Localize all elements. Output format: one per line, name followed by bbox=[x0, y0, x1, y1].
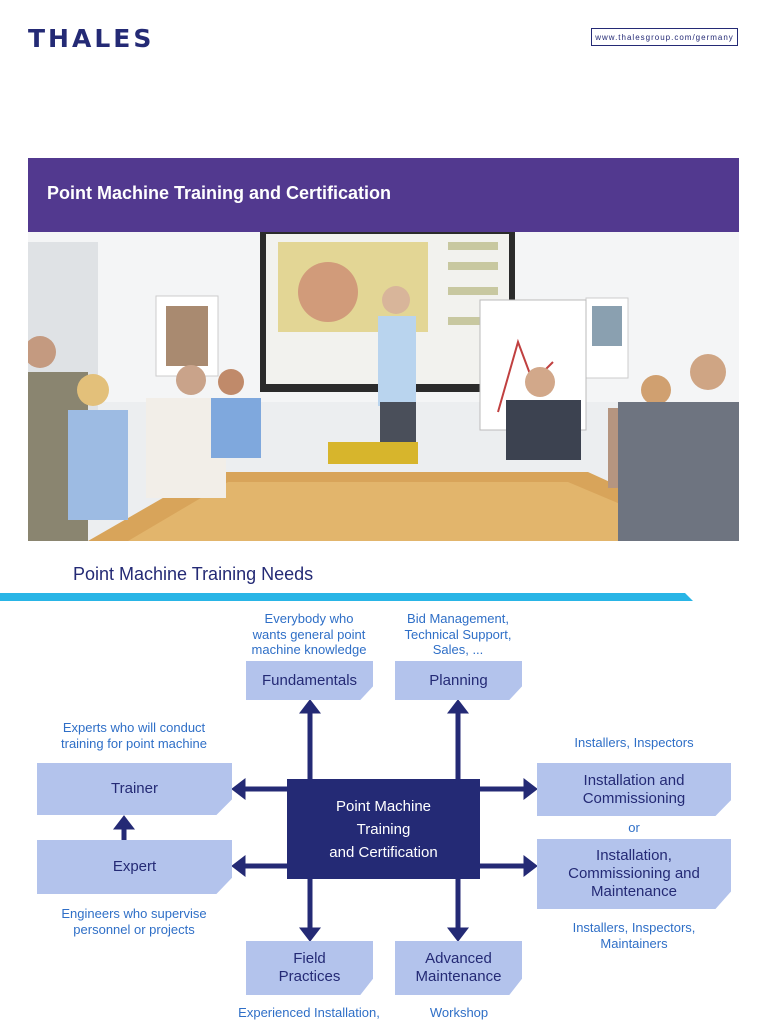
maintenance-caption: Installers, Inspectors, Maintainers bbox=[572, 920, 696, 951]
installation-box: Installation and Commissioning bbox=[537, 763, 731, 816]
fundamentals-caption: Everybody who wants general point machin… bbox=[251, 611, 367, 657]
center-box: Point Machine Training and Certification bbox=[287, 779, 480, 879]
banner-title: Point Machine Training and Certification bbox=[47, 183, 392, 203]
trainer-box: Trainer bbox=[37, 763, 232, 815]
or-label: or bbox=[628, 820, 640, 835]
trainer-caption: Experts who will conduct training for po… bbox=[61, 720, 207, 751]
expert-box: Expert bbox=[37, 840, 232, 894]
section-title: Point Machine Training Needs bbox=[73, 564, 314, 584]
advanced-maintenance-caption: Workshop bbox=[429, 1005, 489, 1020]
installation-caption: Installers, Inspectors bbox=[574, 735, 694, 750]
website-url[interactable]: www.thalesgroup.com/germany bbox=[591, 28, 738, 46]
thales-logo: THALES bbox=[28, 24, 155, 53]
field-practices-caption: Experienced Installation, bbox=[238, 1005, 380, 1020]
planning-caption: Bid Management, Technical Support, Sales… bbox=[404, 611, 512, 657]
title-banner bbox=[28, 158, 739, 232]
advanced-maintenance-box: Advanced Maintenance bbox=[395, 941, 522, 995]
training-photo bbox=[28, 232, 739, 541]
cyan-divider bbox=[0, 593, 693, 601]
planning-box: Planning bbox=[395, 661, 522, 700]
maintenance-box: Installation, Commissioning and Maintena… bbox=[537, 839, 731, 909]
field-practices-box: Field Practices bbox=[246, 941, 373, 995]
expert-caption: Engineers who supervise personnel or pro… bbox=[61, 906, 207, 937]
fundamentals-box: Fundamentals bbox=[246, 661, 373, 700]
